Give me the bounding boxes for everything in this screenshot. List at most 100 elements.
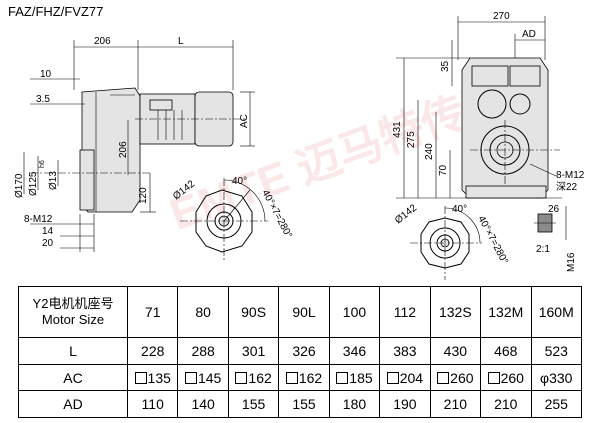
dim-275: 275 <box>406 131 417 148</box>
header-en: Motor Size <box>41 312 105 328</box>
flange-view-left: 40° Ø142 40°×7=280° <box>171 176 294 262</box>
value-text: 145 <box>197 369 222 386</box>
value-text: 346 <box>342 343 367 360</box>
row-label: AD <box>18 390 128 418</box>
dim-14: 14 <box>42 226 54 237</box>
value-cell: 301 <box>227 337 280 365</box>
dim-d125: Ø125 <box>28 171 39 196</box>
dim-8m12-right: 8-M12 <box>556 170 585 181</box>
size-cell: 80 <box>177 285 229 339</box>
value-cell: 145 <box>177 363 229 392</box>
value-text: 288 <box>191 343 215 360</box>
value-text: 260 <box>450 369 474 386</box>
value-text: 326 <box>292 343 316 360</box>
value-text: 468 <box>494 343 518 360</box>
dim-d142-left: Ø142 <box>171 178 197 202</box>
dim-d13: Ø13 <box>48 171 59 190</box>
value-cell: 140 <box>177 390 229 418</box>
value-text: 523 <box>544 343 568 360</box>
front-view: 270 AD 431 35 275 240 70 8-M12 深22 <box>392 11 585 215</box>
dim-40-right: 40° <box>452 204 467 215</box>
table-row: AC 135 145 162 162 185 204 260 260 φ330 <box>18 363 582 392</box>
dim-L: L <box>178 36 184 47</box>
dim-3-5: 3.5 <box>36 94 50 105</box>
header-cn: Y2电机机座号 <box>32 296 114 312</box>
dim-40-left: 40° <box>232 176 247 187</box>
value-cell: 260 <box>480 363 532 392</box>
drawing-title: FAZ/FHZ/FVZ77 <box>8 4 103 19</box>
value-cell: 155 <box>227 390 280 418</box>
value-cell: φ330 <box>530 363 582 392</box>
square-symbol-icon <box>235 371 248 384</box>
value-cell: 346 <box>328 337 381 365</box>
table-row: AD 110 140 155 155 180 190 210 210 255 <box>18 390 582 418</box>
value-text: 180 <box>342 396 367 413</box>
dim-AC: AC <box>239 114 250 128</box>
value-cell: 288 <box>177 337 229 365</box>
value-text: 383 <box>393 343 417 360</box>
dim-m16: M16 <box>566 252 577 272</box>
dim-AD: AD <box>522 29 536 40</box>
value-text: 260 <box>500 369 524 386</box>
dim-431: 431 <box>392 121 403 138</box>
square-symbol-icon <box>285 371 298 384</box>
value-cell: 383 <box>379 337 431 365</box>
row-label: AC <box>18 363 128 392</box>
square-symbol-icon <box>336 371 349 384</box>
dim-206-side: 206 <box>118 141 129 158</box>
value-cell: 185 <box>328 363 381 392</box>
value-text: 430 <box>443 343 468 360</box>
size-cell: 90L <box>278 285 330 339</box>
value-cell: 180 <box>328 390 381 418</box>
size-cell: 100 <box>328 285 381 339</box>
square-symbol-icon <box>437 371 450 384</box>
square-symbol-icon <box>134 371 147 384</box>
value-text: 155 <box>292 396 316 413</box>
value-text: 210 <box>443 396 468 413</box>
size-cell: 132M <box>480 285 532 339</box>
square-symbol-icon <box>184 371 197 384</box>
technical-drawing: FAZ/FHZ/FVZ77 206 L 10 3.5 Ø170 <box>8 4 585 280</box>
value-text: 140 <box>191 396 215 413</box>
value-text: 210 <box>494 396 518 413</box>
value-cell: 260 <box>429 363 482 392</box>
value-cell: 135 <box>126 363 179 392</box>
value-cell: 204 <box>379 363 431 392</box>
row-label: L <box>18 337 128 365</box>
square-symbol-icon <box>386 371 399 384</box>
value-text: 135 <box>147 369 171 386</box>
value-cell: 210 <box>429 390 482 418</box>
dim-10: 10 <box>40 69 52 80</box>
value-cell: 190 <box>379 390 431 418</box>
side-view: 206 L 10 3.5 Ø170 Ø125 h6 Ø13 206 <box>14 36 255 252</box>
value-text: 162 <box>298 369 323 386</box>
value-text: 190 <box>393 396 417 413</box>
dim-120: 120 <box>138 187 149 204</box>
size-cell: 90S <box>227 285 280 339</box>
value-text: 301 <box>241 343 266 360</box>
value-cell: 162 <box>278 363 330 392</box>
value-cell: 523 <box>530 337 582 365</box>
table-row: L 228 288 301 326 346 383 430 468 523 <box>18 337 582 365</box>
value-cell: 326 <box>278 337 330 365</box>
dim-240: 240 <box>424 143 435 160</box>
dim-70: 70 <box>438 164 449 176</box>
dim-h6: h6 <box>39 160 46 168</box>
dim-206-top: 206 <box>94 36 111 47</box>
dimension-table: Y2电机机座号 Motor Size 71 80 90S 90L 100 112… <box>18 285 582 418</box>
size-cell: 71 <box>126 285 179 339</box>
value-cell: 210 <box>480 390 532 418</box>
dim-35: 35 <box>440 60 451 72</box>
size-cell: 132S <box>429 285 482 339</box>
value-cell: 255 <box>530 390 582 418</box>
size-cell: 112 <box>379 285 431 339</box>
value-text: 155 <box>241 396 266 413</box>
dim-depth22: 深22 <box>556 181 578 193</box>
value-cell: 110 <box>126 390 179 418</box>
value-text: 204 <box>399 369 424 386</box>
dim-scale: 2:1 <box>536 244 550 255</box>
dim-d142-right: Ø142 <box>393 202 419 226</box>
value-cell: 155 <box>278 390 330 418</box>
dim-d170: Ø170 <box>14 173 25 198</box>
value-cell: 468 <box>480 337 532 365</box>
